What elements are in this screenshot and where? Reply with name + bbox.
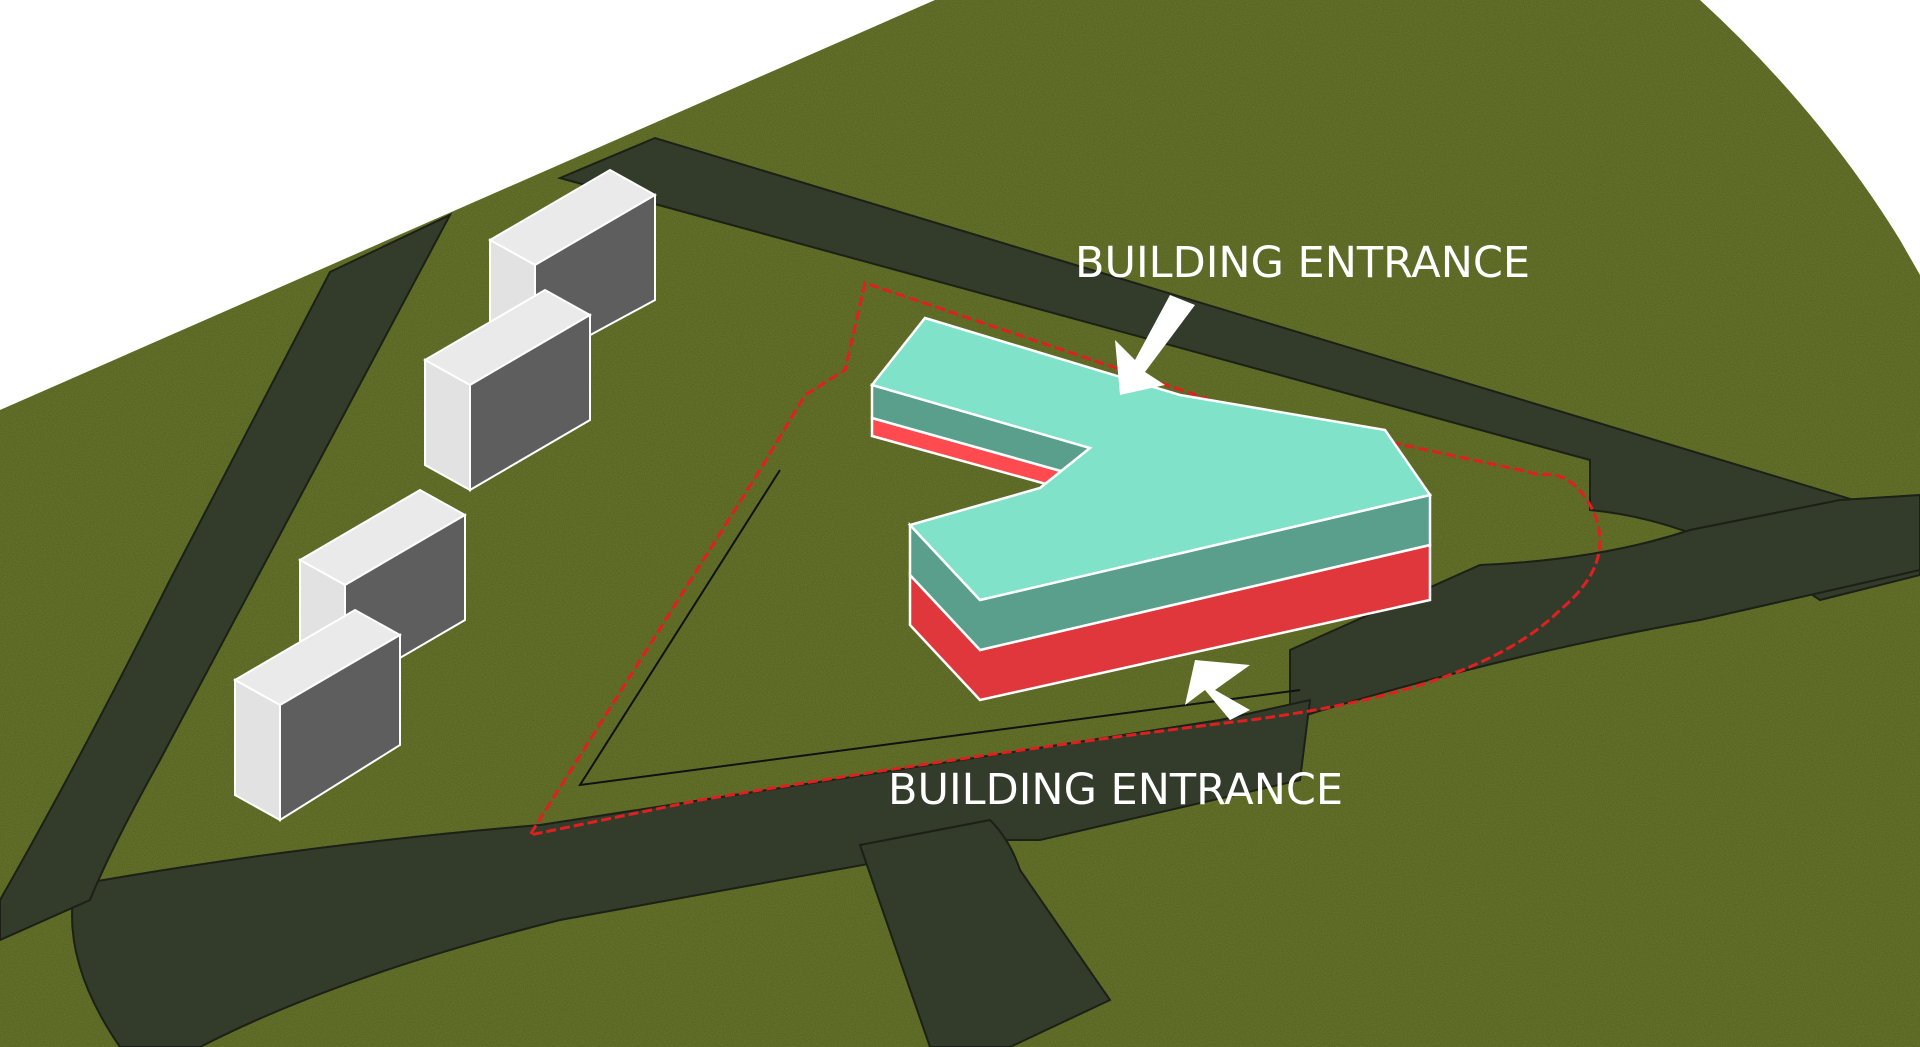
building-roof — [869, 316, 1433, 602]
road-southeast — [858, 818, 1112, 1047]
entrance-arrow-top — [1115, 295, 1195, 395]
arrow-up-left-icon — [1185, 660, 1250, 720]
site-boundary-inner — [578, 469, 1301, 787]
road-west — [0, 212, 453, 942]
road-network — [0, 136, 1920, 1047]
proposed-building — [869, 316, 1433, 702]
neighbor-block-2 — [422, 288, 593, 492]
entrance-arrow-bottom — [1185, 660, 1250, 720]
road-east — [1289, 493, 1920, 722]
building-entrance-label-top: BUILDING ENTRANCE — [1075, 238, 1531, 288]
neighbor-blocks — [232, 168, 658, 822]
arrow-down-left-icon — [1115, 295, 1195, 395]
building-entrance-label-bottom: BUILDING ENTRANCE — [888, 765, 1344, 815]
site-boundary-line — [526, 281, 1602, 838]
neighbor-block-4 — [232, 608, 403, 822]
